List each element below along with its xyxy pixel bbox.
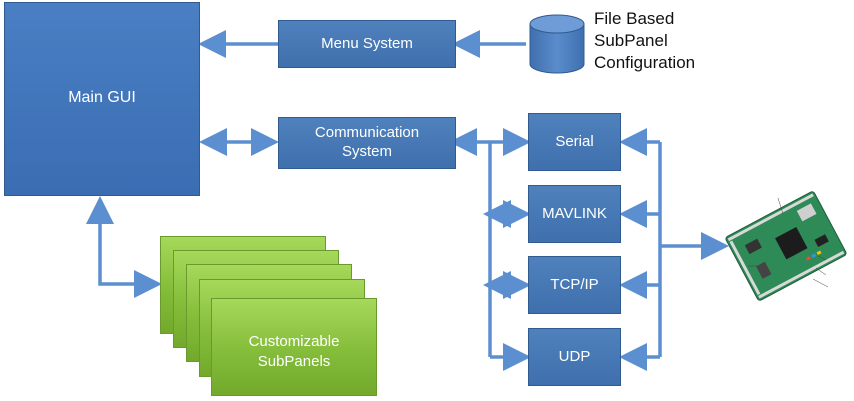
serial-label: Serial <box>555 132 594 150</box>
database-label-line1: File Based <box>594 9 675 28</box>
database-label: File Based SubPanel Configuration <box>594 8 724 74</box>
tcpip-box: TCP/IP <box>528 256 621 314</box>
board-annotation-marks <box>748 197 829 288</box>
communication-system-label-line1: Communication <box>314 124 420 142</box>
main-gui-box: Main GUI <box>4 2 200 196</box>
subpanels-label: Customizable SubPanels <box>212 308 376 396</box>
menu-system-label: Menu System <box>321 34 413 52</box>
database-cylinder-icon <box>529 14 585 74</box>
main-gui-label: Main GUI <box>68 89 136 106</box>
serial-box: Serial <box>528 113 621 171</box>
subpanels-label-line1: Customizable <box>248 332 340 350</box>
database-label-line3: Configuration <box>594 53 696 73</box>
menu-system-box: Menu System <box>278 20 456 68</box>
database-label-line2: SubPanel <box>594 31 668 51</box>
communication-system-box: Communication System <box>278 117 456 169</box>
mavlink-label: MAVLINK <box>542 204 607 222</box>
arrow-main-gui-subpanels <box>86 196 162 298</box>
autopilot-board-photo <box>725 191 847 301</box>
mavlink-box: MAVLINK <box>528 185 621 243</box>
communication-system-label-line2: System <box>341 143 392 160</box>
tcpip-label: TCP/IP <box>550 275 599 293</box>
udp-box: UDP <box>528 328 621 386</box>
udp-label: UDP <box>558 347 591 365</box>
subpanel-card-front <box>211 298 377 396</box>
subpanels-label-line2: SubPanels <box>257 353 331 370</box>
